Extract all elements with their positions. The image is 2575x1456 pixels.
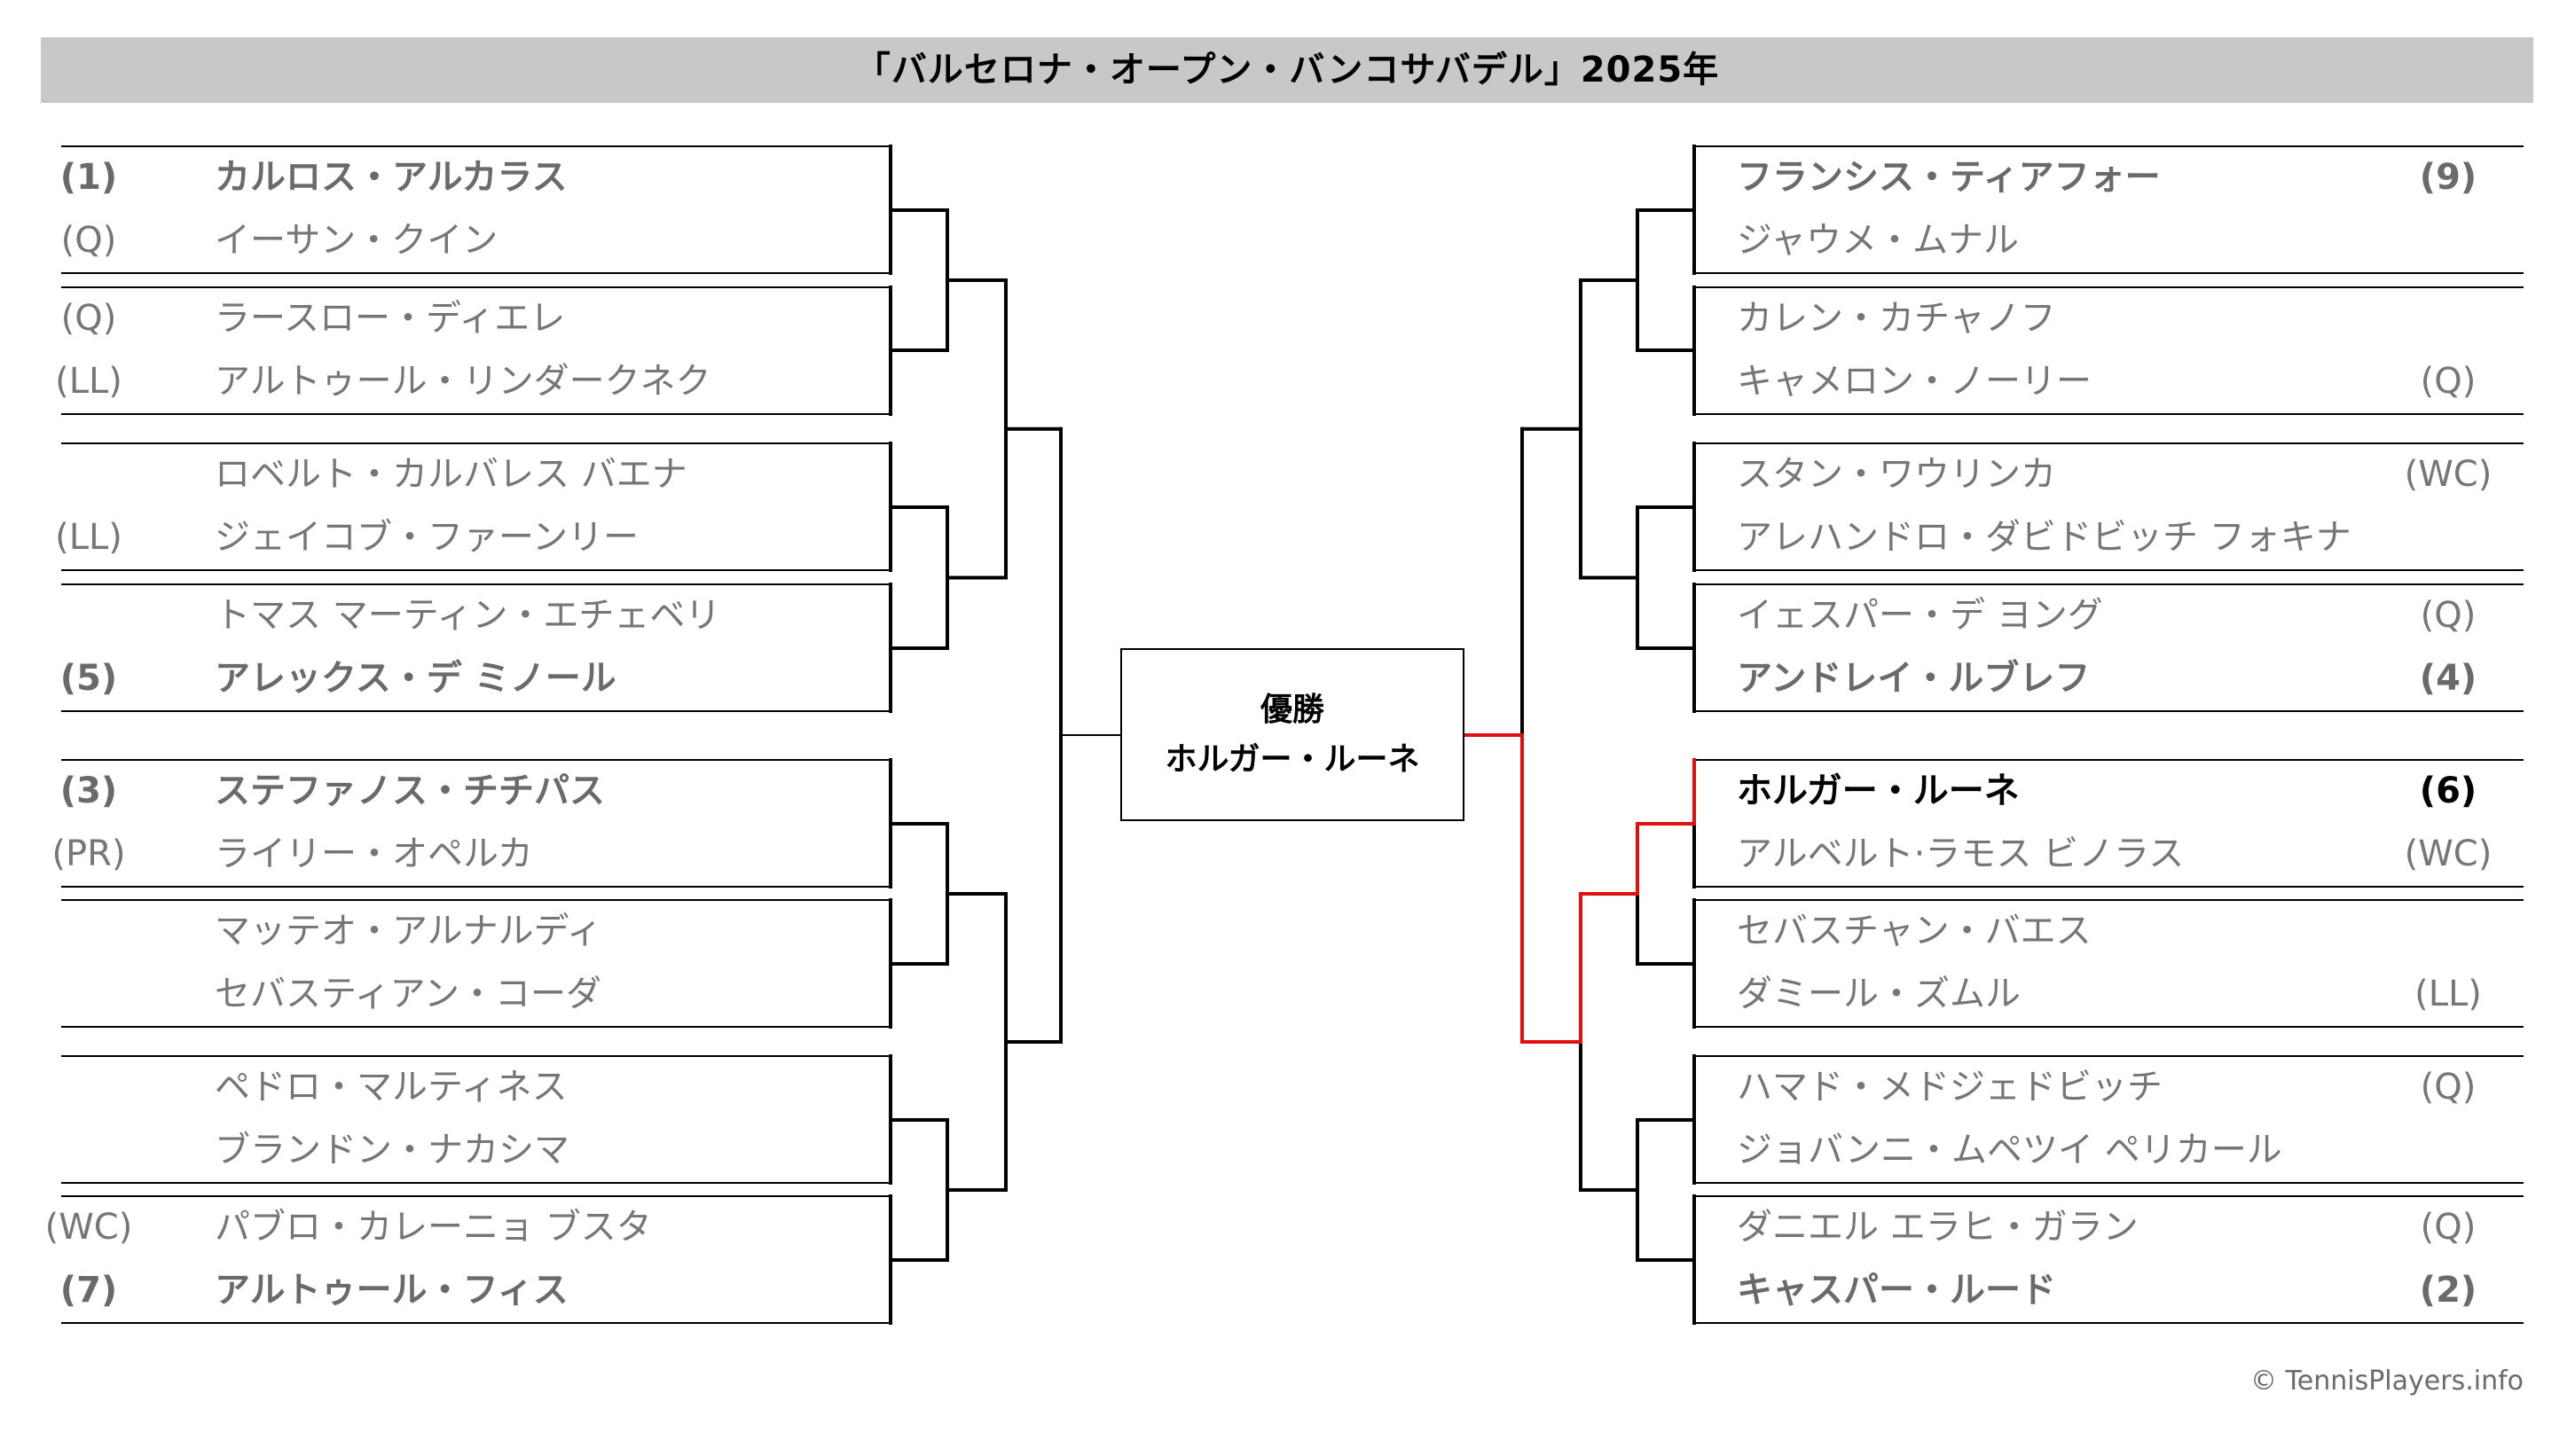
right-player-name: キャメロン・ノーリー: [1737, 361, 2092, 402]
right-player-name: ハマド・メドジェドビッチ: [1737, 1067, 2163, 1108]
right-player-name: キャスパー・ルード: [1737, 1270, 2056, 1311]
right-player-name: ダニエル エラヒ・ガラン: [1737, 1207, 2139, 1248]
right-player-name: アルベルト·ラモス ビノラス: [1737, 834, 2185, 874]
left-player-seed: (3): [59, 771, 118, 811]
left-player-seed: (Q): [60, 220, 117, 261]
left-player-name: ステファノス・チチパス: [215, 771, 605, 811]
left-player-name: アルトゥール・リンダークネク: [215, 361, 711, 402]
left-player-seed: (1): [59, 157, 118, 198]
left-player-name: アルトゥール・フィス: [215, 1270, 569, 1311]
left-player-name: マッテオ・アルナルディ: [215, 911, 602, 951]
left-player-seed: (LL): [55, 361, 122, 402]
left-player-name: カルロス・アルカラス: [215, 157, 568, 198]
title-bar: 「バルセロナ・オープン・バンコサバデル」2025年: [41, 37, 2533, 103]
right-player-seed: (LL): [2414, 974, 2482, 1014]
right-player-seed: (Q): [2420, 1207, 2477, 1248]
copyright-notice: © TennisPlayers.info: [2250, 1366, 2524, 1397]
right-player-name: スタン・ワウリンカ: [1737, 454, 2056, 495]
right-player-seed: (4): [2419, 658, 2477, 699]
right-player-name: ジョバンニ・ムペツイ ペリカール: [1737, 1130, 2282, 1170]
right-player-seed: (WC): [2404, 454, 2493, 495]
right-player-seed: (Q): [2420, 361, 2477, 402]
right-player-name: イェスパー・デ ヨング: [1737, 595, 2103, 636]
left-player-seed: (WC): [44, 1207, 133, 1248]
right-player-seed: (Q): [2420, 1067, 2477, 1108]
champion-name: ホルガー・ルーネ: [1165, 741, 1420, 778]
right-player-name: セバスチャン・バエス: [1737, 911, 2092, 951]
right-player-seed: (6): [2419, 771, 2477, 811]
right-player-name: ダミール・ズムル: [1737, 974, 2021, 1014]
left-player-name: ロベルト・カルバレス バエナ: [215, 454, 687, 495]
left-player-name: アレックス・デ ミノール: [215, 658, 616, 699]
right-player-name: フランシス・ティアフォー: [1737, 157, 2161, 198]
right-player-seed: (2): [2419, 1270, 2477, 1311]
left-player-name: ライリー・オペルカ: [215, 834, 533, 874]
left-player-name: ジェイコブ・ファーンリー: [215, 517, 639, 558]
right-player-seed: (WC): [2404, 834, 2493, 874]
right-player-seed: (Q): [2420, 595, 2477, 636]
right-player-name: ジャウメ・ムナル: [1737, 220, 2019, 261]
right-player-name: カレン・カチャノフ: [1737, 298, 2056, 339]
left-player-name: トマス マーティン・エチェベリ: [215, 595, 721, 636]
right-player-name: アレハンドロ・ダビドビッチ フォキナ: [1737, 517, 2351, 558]
right-player-seed: (9): [2419, 157, 2477, 198]
left-player-name: パブロ・カレーニョ ブスタ: [215, 1207, 652, 1248]
left-player-name: ラースロー・ディエレ: [215, 298, 566, 339]
page-title: 「バルセロナ・オープン・バンコサバデル」2025年: [854, 50, 1720, 90]
champion-caption: 優勝: [1260, 692, 1324, 728]
left-player-seed: (Q): [60, 298, 117, 339]
left-player-name: ペドロ・マルティネス: [215, 1067, 568, 1108]
left-player-seed: (PR): [51, 834, 126, 874]
left-player-name: イーサン・クイン: [215, 220, 499, 261]
left-player-name: セバスティアン・コーダ: [215, 974, 601, 1014]
left-player-seed: (7): [59, 1270, 118, 1311]
left-player-seed: (5): [59, 658, 118, 699]
right-player-name: アンドレイ・ルブレフ: [1737, 658, 2091, 699]
champion-box: 優勝 ホルガー・ルーネ: [1120, 648, 1464, 821]
left-player-seed: (LL): [55, 517, 122, 558]
left-player-name: ブランドン・ナカシマ: [215, 1130, 569, 1170]
right-player-name-champion: ホルガー・ルーネ: [1737, 771, 2020, 811]
